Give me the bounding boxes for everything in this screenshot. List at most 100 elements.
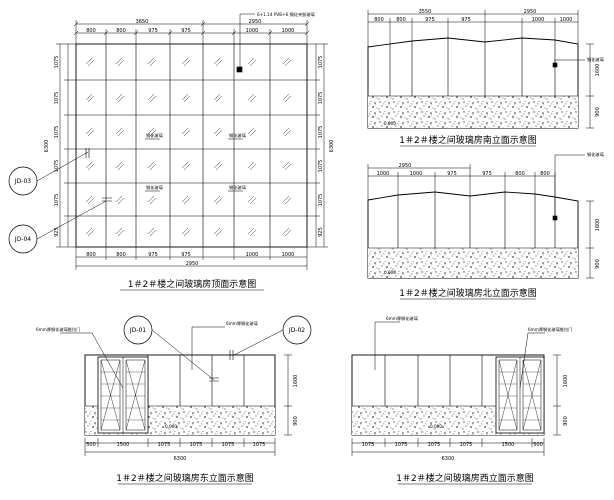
plan-dim-bottom-5: 1000 [246, 252, 259, 258]
jd-callout-leaders [36, 151, 107, 240]
south-note-leader [554, 59, 585, 64]
south-caption: 1＃2＃楼之间玻璃房南立面示意图 [399, 134, 536, 146]
west-texts: 6mm厚钢化玻璃 6mm厚钢化玻璃推拉门 1075 1075 1075 1075… [362, 315, 572, 485]
south-dim-right: 2950 [524, 9, 537, 15]
west-door-rails [499, 371, 541, 421]
tag-jd01: JD-01 [129, 327, 146, 334]
west-dim-4: 1075 [460, 442, 473, 448]
east-note-left: 6mm厚钢化玻璃推拉门 [36, 326, 80, 333]
plan-dim-top-3: 975 [148, 28, 158, 34]
plan-dim-left-5: 1075 [54, 194, 60, 207]
west-caption: 1＃2＃楼之间玻璃房西立面示意图 [396, 472, 533, 484]
plan-dim-bottom-1: 800 [86, 252, 96, 258]
plan-height-total-right: 6300 [329, 140, 335, 153]
plan-dim-lines-bottom [75, 247, 308, 270]
south-note: 钢化玻璃 [587, 56, 604, 63]
south-mullions [389, 38, 556, 96]
south-dim-1: 800 [374, 17, 384, 23]
west-note-right: 6mm厚钢化玻璃推拉门 [528, 326, 572, 333]
plan-dim-lines-top [73, 20, 310, 44]
north-gravel-base [368, 248, 578, 278]
east-dim-4: 1075 [190, 442, 203, 448]
south-dim-5: 1000 [532, 17, 545, 23]
plan-note-top: 6+1.14 PVB+6 钢化夹胶玻璃 [257, 11, 315, 18]
north-dim-1: 1000 [377, 171, 390, 177]
north-note-leader [554, 154, 585, 218]
south-gravel-base [368, 96, 578, 128]
south-elevation-view [367, 10, 594, 129]
plan-dim-bottom-total: 2950 [186, 261, 199, 267]
west-dim-total: 6300 [442, 456, 455, 462]
plan-inner-note-leaders [145, 138, 243, 192]
east-dim-6: 1075 [253, 442, 266, 448]
plan-height-total-left: 6300 [44, 140, 50, 153]
plan-dim-bottom-3: 975 [148, 252, 158, 258]
plan-grid-horizontals [76, 79, 307, 217]
plan-note-2: 钢化玻璃 [229, 132, 246, 139]
east-dim-3: 1075 [158, 442, 171, 448]
east-elev: 0.000 [165, 424, 177, 429]
plan-note-1: 钢化玻璃 [146, 132, 163, 139]
east-caption: 1＃2＃楼之间玻璃房东立面示意图 [116, 472, 253, 484]
north-elevation-view [367, 154, 594, 279]
north-caption: 1＃2＃楼之间玻璃房北立面示意图 [399, 287, 536, 299]
east-door-note-leader [60, 332, 124, 389]
section-cut-marks [85, 148, 112, 202]
west-door-note-leader [519, 332, 545, 389]
east-dim-lower: 900 [293, 416, 299, 426]
west-dim-lower: 900 [563, 416, 569, 426]
plan-dim-bottom-4: 975 [181, 252, 191, 258]
plan-dim-lines-left [56, 43, 76, 248]
plan-note-leader [239, 13, 255, 70]
tag-jd03: JD-03 [14, 178, 31, 185]
plan-dim-right-3: 1075 [318, 126, 324, 139]
east-dim-total: 6300 [174, 456, 187, 462]
plan-dim-left-3: 1075 [54, 126, 60, 139]
west-note-left: 6mm厚钢化玻璃 [386, 315, 418, 322]
north-dim-3: 975 [447, 171, 457, 177]
north-mullions [397, 192, 556, 248]
plan-note-4: 钢化玻璃 [229, 184, 246, 191]
east-elevation-view [60, 315, 312, 456]
north-elev: 0.000 [384, 270, 396, 275]
north-dim-lines [367, 164, 594, 279]
plan-dim-right-2: 1075 [318, 92, 324, 105]
plan-outline [75, 43, 308, 248]
east-note-right: 6mm厚钢化玻璃 [226, 320, 258, 327]
east-texts: 6mm厚钢化玻璃推拉门 6mm厚钢化玻璃 JD-01 JD-02 500 150… [36, 320, 305, 485]
east-callout-leaders [151, 329, 284, 381]
east-dim-2: 1500 [117, 442, 130, 448]
east-dim-upper: 1600 [293, 375, 299, 388]
east-dim-lines [84, 354, 292, 456]
west-dim-3: 1075 [428, 442, 441, 448]
plan-dim-top-2: 800 [116, 28, 126, 34]
south-texts: 3550 2950 800 800 975 975 1000 1000 1600… [374, 9, 604, 147]
west-elev: 0.000 [430, 424, 442, 429]
south-dim-lines [367, 10, 594, 129]
north-dim-6: 800 [540, 171, 550, 177]
east-glass-note-leader [191, 326, 225, 370]
west-door-swing-lines [498, 359, 542, 431]
east-door-swing-lines [100, 359, 146, 431]
west-mullions [384, 355, 483, 406]
west-dim-lines [351, 354, 561, 456]
tag-jd02: JD-02 [288, 327, 305, 334]
plan-dim-left-4: 1075 [54, 160, 60, 173]
plan-dim-right-6: 925 [318, 227, 324, 237]
east-door-rails [101, 371, 145, 421]
plan-dim-left-1: 1075 [54, 56, 60, 69]
east-mullions [147, 355, 245, 406]
west-dim-2: 1075 [395, 442, 408, 448]
glass-hatch-marks [85, 57, 292, 237]
leader-dot [552, 215, 558, 221]
north-dim-5: 800 [515, 171, 525, 177]
north-dim-4: 975 [482, 171, 492, 177]
south-dim-upper: 1600 [595, 64, 601, 77]
leader-dot [236, 66, 243, 73]
plan-dim-top-right: 2950 [249, 19, 262, 25]
east-dim-1: 500 [86, 442, 96, 448]
south-dim-3: 975 [425, 17, 435, 23]
plan-dim-top-5: 1000 [246, 28, 259, 34]
